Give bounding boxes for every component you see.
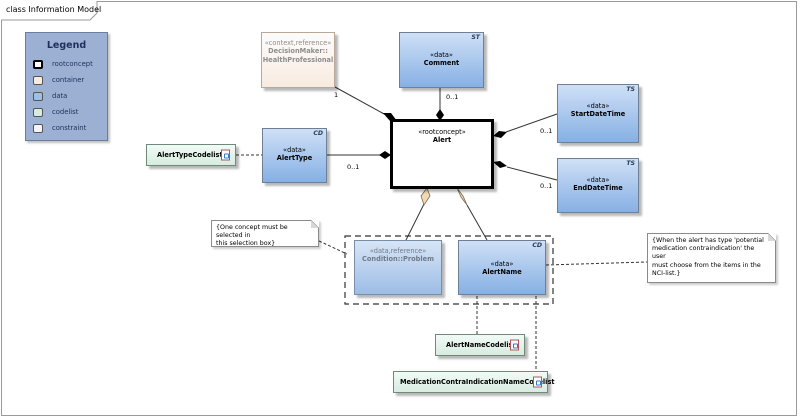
connector-enddatetime-alert bbox=[506, 166, 558, 181]
class-type-tag: ST bbox=[471, 34, 480, 41]
class-type-tag: CD bbox=[532, 242, 542, 249]
class-name: AlertName bbox=[482, 268, 522, 277]
link-selection-note bbox=[318, 240, 348, 255]
class-alerttypecodelist[interactable]: AlertTypeCodelist bbox=[146, 144, 236, 166]
class-name: Condition::Problem bbox=[362, 255, 434, 264]
note-fold-corner bbox=[768, 233, 776, 241]
class-name: AlertNameCodelist bbox=[446, 341, 516, 349]
legend-swatch-container bbox=[33, 76, 43, 85]
frame-tab-shape bbox=[1, 1, 98, 21]
class-name: Alert bbox=[432, 136, 452, 145]
aggregation-diamond-alerttype bbox=[379, 151, 391, 159]
note-line: must choose from the items in the bbox=[652, 261, 761, 269]
class-stereotype: «data,reference» bbox=[369, 247, 427, 255]
class-name: MedicationContraIndicationNameCodelist bbox=[400, 378, 555, 386]
class-healthprofessional[interactable]: «context,reference» DecisionMaker:: Heal… bbox=[261, 32, 335, 88]
note-line: medication contraindication' the user bbox=[652, 245, 755, 261]
document-icon bbox=[533, 376, 542, 388]
aggregation-diamond-enddatetime bbox=[493, 161, 507, 168]
class-alert[interactable]: «rootconcept» Alert bbox=[390, 119, 494, 189]
class-startdatetime[interactable]: TS «data» StartDateTime bbox=[557, 84, 639, 143]
class-comment[interactable]: ST «data» Comment bbox=[399, 32, 484, 88]
class-stereotype: «data» bbox=[490, 260, 514, 268]
connector-alertname-alert bbox=[466, 204, 488, 241]
class-problem[interactable]: «data,reference» Condition::Problem bbox=[354, 240, 442, 295]
document-icon bbox=[510, 339, 519, 351]
link-medication-note bbox=[545, 261, 648, 266]
class-name: StartDateTime bbox=[570, 110, 626, 119]
class-stereotype: «data» bbox=[586, 102, 610, 110]
legend-swatch-data bbox=[33, 92, 43, 101]
note-fold-corner bbox=[311, 220, 319, 228]
legend-label: codelist bbox=[52, 108, 79, 116]
aggregation-diamond-startdatetime bbox=[493, 131, 507, 138]
connector-startdatetime-alert bbox=[505, 113, 558, 133]
selection-box bbox=[344, 235, 554, 305]
legend-label: constraint bbox=[52, 124, 87, 132]
multiplicity-healthprofessional: 1 bbox=[334, 91, 339, 99]
aggregation-diamond-comment bbox=[436, 109, 444, 121]
note-line: {One concept must be selected in bbox=[216, 224, 288, 240]
class-name-line2: HealthProfessional bbox=[262, 55, 334, 64]
legend: Legend rootconcept container data codeli… bbox=[25, 32, 108, 141]
class-stereotype: «data» bbox=[586, 176, 610, 184]
legend-label: data bbox=[52, 92, 68, 100]
diamond-alertname bbox=[456, 187, 468, 206]
class-name-line1: DecisionMaker:: bbox=[268, 47, 328, 56]
legend-swatch-constraint bbox=[33, 124, 43, 133]
multiplicity-enddatetime: 0..1 bbox=[540, 182, 553, 190]
legend-swatch-rootconcept bbox=[33, 60, 43, 69]
class-alerttype[interactable]: CD «data» AlertType bbox=[262, 128, 327, 183]
legend-label: rootconcept bbox=[52, 60, 93, 68]
note-selection[interactable]: {One concept must be selected in this se… bbox=[211, 220, 319, 247]
class-name: EndDateTime bbox=[573, 184, 623, 193]
class-type-tag: TS bbox=[626, 86, 635, 93]
class-stereotype: «data» bbox=[430, 51, 453, 59]
class-enddatetime[interactable]: TS «data» EndDateTime bbox=[557, 158, 639, 213]
note-line: this selection box} bbox=[216, 240, 276, 248]
class-alertname[interactable]: CD «data» AlertName bbox=[458, 240, 546, 295]
connector-healthprofessional-alert bbox=[334, 86, 387, 116]
document-icon bbox=[221, 149, 230, 161]
connector-problem-alert bbox=[405, 203, 425, 241]
class-type-tag: TS bbox=[626, 160, 635, 167]
note-line: {When the alert has type 'potential bbox=[652, 237, 764, 244]
class-stereotype: «rootconcept» bbox=[418, 128, 466, 136]
class-name: AlertTypeCodelist bbox=[157, 151, 223, 159]
multiplicity-startdatetime: 0..1 bbox=[540, 127, 553, 135]
class-name: Comment bbox=[423, 59, 460, 68]
diagram-frame-tab: class Information Model bbox=[1, 1, 101, 21]
legend-label: container bbox=[52, 76, 85, 84]
legend-title: Legend bbox=[46, 40, 87, 51]
class-name: AlertType bbox=[276, 154, 313, 163]
legend-swatch-codelist bbox=[33, 108, 43, 117]
class-stereotype: «data» bbox=[283, 146, 306, 154]
note-line: NCI-list.} bbox=[652, 269, 681, 277]
class-medicationcodelist[interactable]: MedicationContraIndicationNameCodelist bbox=[393, 371, 555, 393]
multiplicity-comment: 0..1 bbox=[446, 93, 459, 101]
frame-title: class Information Model bbox=[6, 5, 102, 14]
diamond-problem bbox=[420, 187, 431, 206]
note-medication[interactable]: {When the alert has type 'potential medi… bbox=[647, 233, 776, 283]
multiplicity-alerttype: 0..1 bbox=[347, 163, 360, 171]
class-type-tag: CD bbox=[313, 130, 323, 137]
class-stereotype: «context,reference» bbox=[264, 39, 332, 47]
class-alertnamecodelist[interactable]: AlertNameCodelist bbox=[435, 334, 525, 356]
